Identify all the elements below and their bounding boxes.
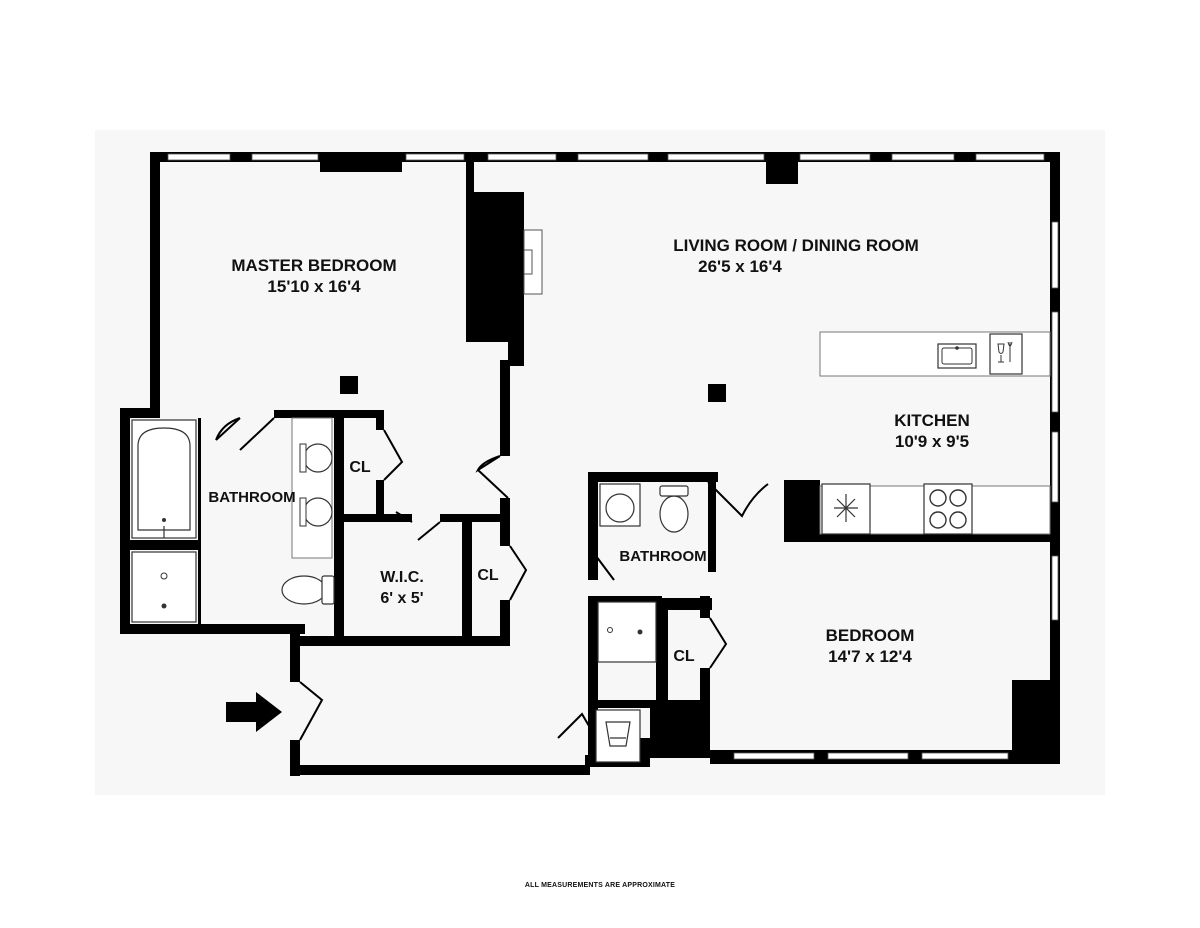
svg-text:BEDROOM: BEDROOM xyxy=(826,626,915,645)
svg-text:6' x 5': 6' x 5' xyxy=(380,590,423,607)
svg-text:15'10 x 16'4: 15'10 x 16'4 xyxy=(267,277,361,296)
kitchen-label: KITCHEN 10'9 x 9'5 xyxy=(894,411,970,451)
structural-columns xyxy=(320,152,798,402)
master-bathroom-label: BATHROOM xyxy=(208,489,295,506)
doors xyxy=(215,417,769,741)
bathroom-2-label: BATHROOM xyxy=(619,548,706,565)
closet-2-label: CL xyxy=(477,567,499,584)
dishwasher-icon xyxy=(989,333,1023,375)
svg-text:MASTER BEDROOM: MASTER BEDROOM xyxy=(231,256,396,275)
closet-3-label: CL xyxy=(673,648,695,665)
kitchen-island xyxy=(819,331,1051,377)
svg-text:LIVING ROOM / DINING ROOM: LIVING ROOM / DINING ROOM xyxy=(673,236,919,255)
refrigerator-icon xyxy=(821,483,871,535)
entry-arrow-icon[interactable] xyxy=(226,692,282,732)
measurement-note: ALL MEASUREMENTS ARE APPROXIMATE xyxy=(525,882,675,889)
svg-text:KITCHEN: KITCHEN xyxy=(894,411,970,430)
toilet-icon xyxy=(281,575,335,605)
living-dining-label: LIVING ROOM / DINING ROOM 26'5 x 16'4 xyxy=(673,236,919,276)
sink-icon xyxy=(937,343,977,369)
washer-dryer-icon xyxy=(595,709,641,763)
shower-icon xyxy=(131,551,197,623)
interior-walls xyxy=(130,162,1060,758)
vanity-sinks xyxy=(291,417,333,559)
bathroom-2-fixtures xyxy=(597,483,689,663)
kitchen-counter xyxy=(819,483,1051,535)
svg-text:10'9 x 9'5: 10'9 x 9'5 xyxy=(895,432,969,451)
bedroom-label: BEDROOM 14'7 x 12'4 xyxy=(826,626,915,666)
fireplace-icon xyxy=(523,229,543,295)
svg-text:14'7 x 12'4: 14'7 x 12'4 xyxy=(828,647,912,666)
master-bedroom-label: MASTER BEDROOM 15'10 x 16'4 xyxy=(231,256,396,296)
stove-icon xyxy=(923,483,973,535)
svg-text:W.I.C.: W.I.C. xyxy=(380,569,424,586)
plan-backdrop xyxy=(95,130,1105,795)
windows xyxy=(167,153,1059,760)
closet-1-label: CL xyxy=(349,459,371,476)
svg-text:26'5 x 16'4: 26'5 x 16'4 xyxy=(698,257,782,276)
bathtub-icon xyxy=(131,419,197,539)
wic-label: W.I.C. 6' x 5' xyxy=(380,569,424,607)
